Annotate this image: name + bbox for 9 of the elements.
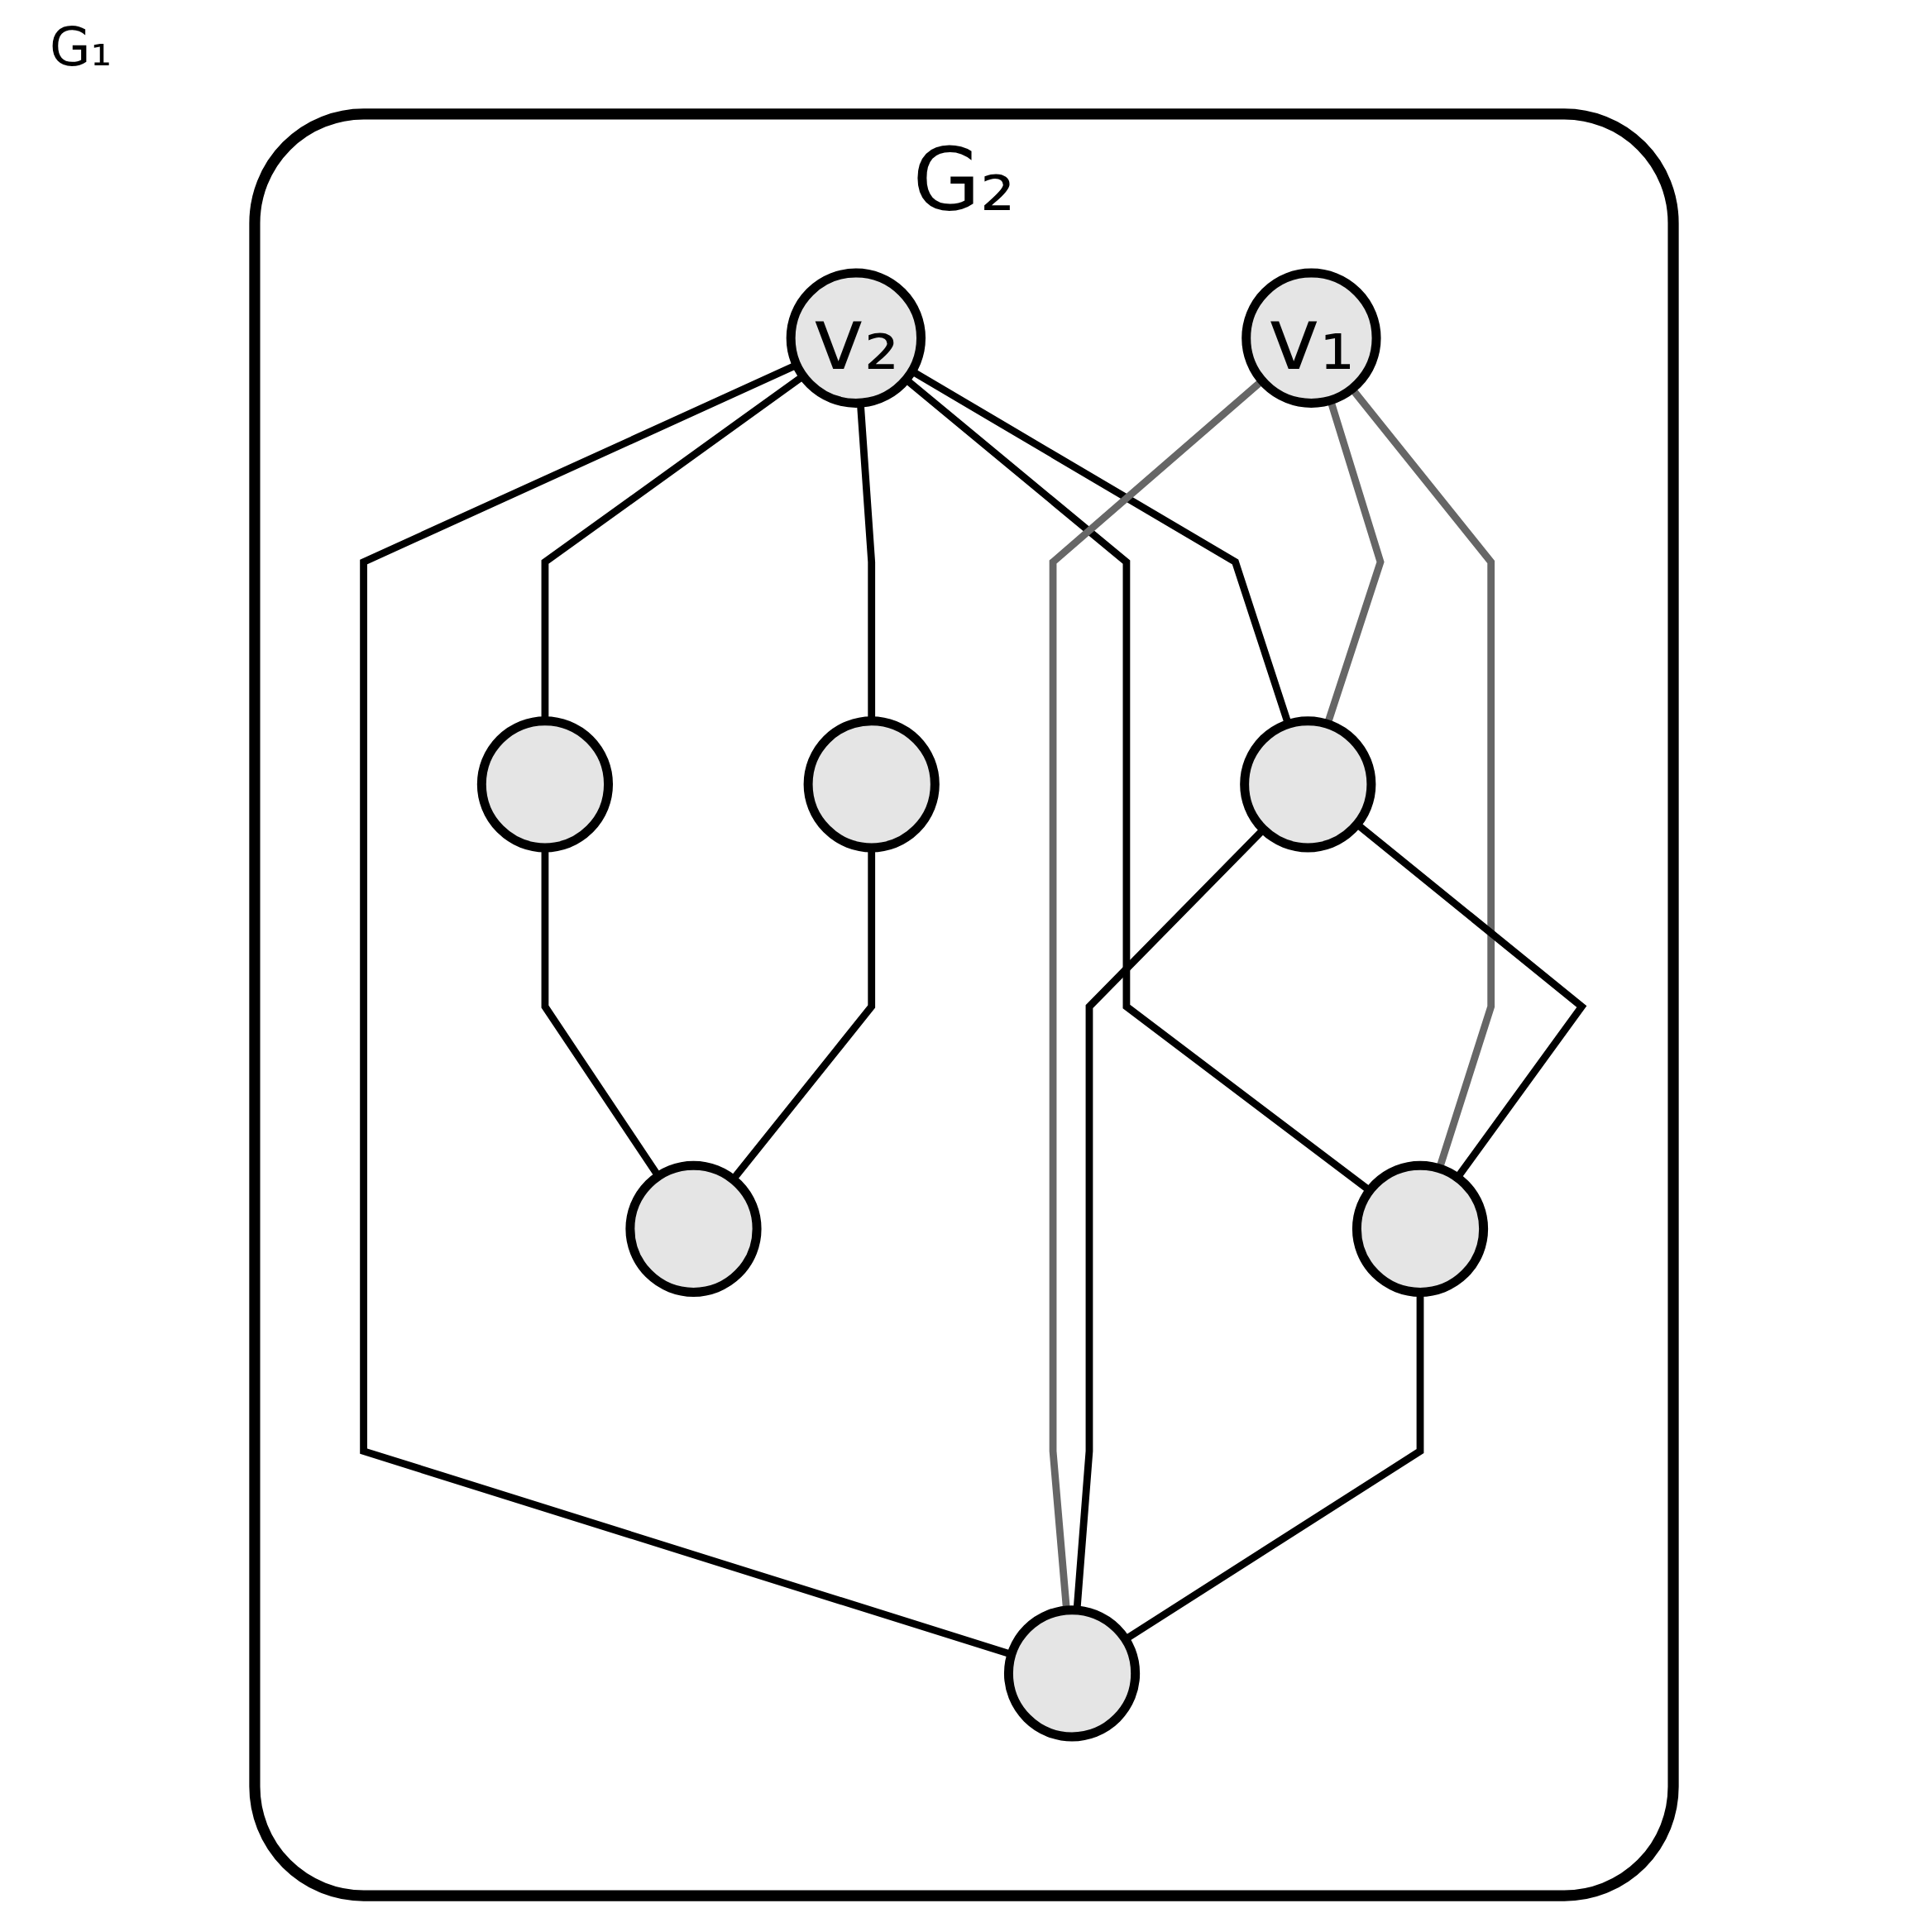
- node-circle: [1240, 716, 1376, 853]
- node-circle: [625, 1160, 762, 1297]
- node-circle: [803, 716, 940, 853]
- node-circle: [1003, 1605, 1141, 1742]
- node-circle: [476, 716, 614, 853]
- node-circle: v₂: [786, 268, 926, 408]
- graph-label: G₁: [50, 17, 112, 78]
- node-circle: v₁: [1241, 268, 1381, 408]
- node-circle: [1352, 1160, 1489, 1297]
